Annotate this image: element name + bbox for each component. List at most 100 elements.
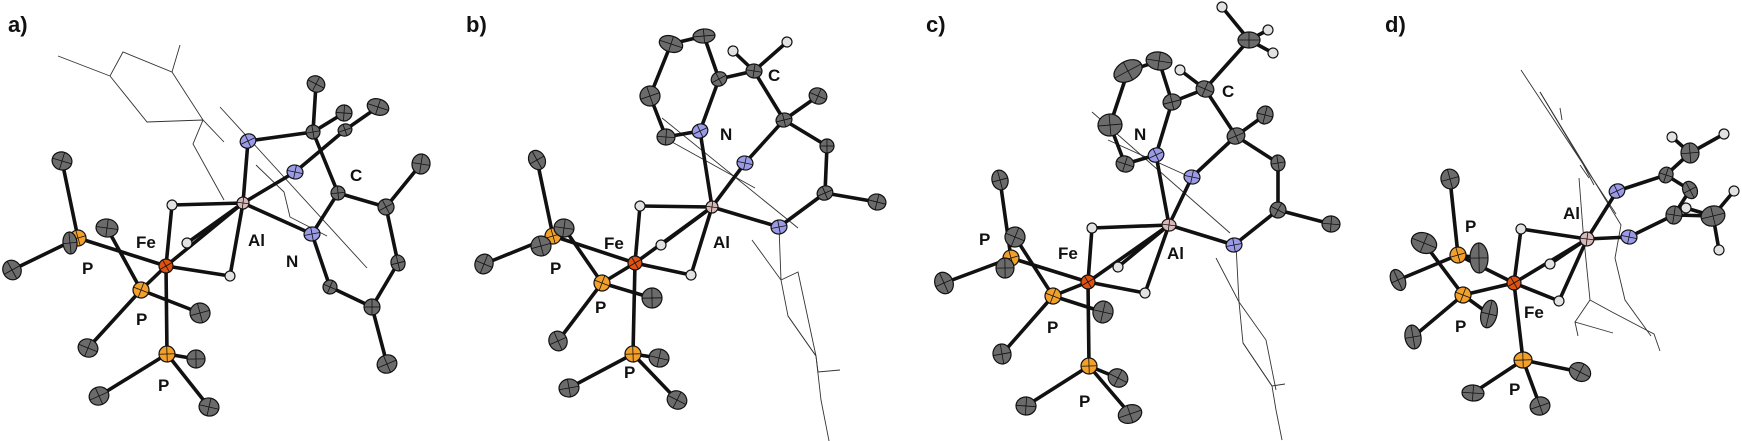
bond-line bbox=[1512, 227, 1523, 285]
carbon-atom bbox=[1115, 155, 1135, 173]
carbon-atom bbox=[1461, 384, 1485, 402]
atom-label: Al bbox=[248, 231, 265, 250]
bond-line bbox=[170, 201, 245, 207]
carbon-atom bbox=[377, 198, 395, 216]
carbon-atom bbox=[305, 124, 321, 140]
bond-line bbox=[164, 264, 169, 356]
atom-label: Fe bbox=[1524, 303, 1544, 322]
nitrogen-atom bbox=[1183, 169, 1201, 185]
hydrogen-atom bbox=[166, 199, 178, 211]
atom-label: P bbox=[550, 259, 561, 278]
carbon-atom bbox=[548, 330, 568, 352]
hydrogen-atom bbox=[1267, 47, 1279, 59]
hydrogen-atom bbox=[1086, 222, 1098, 234]
hydrogen-atom bbox=[634, 200, 646, 212]
phosphorus-atom bbox=[1513, 351, 1533, 369]
atom-label: N bbox=[286, 252, 298, 271]
carbon-atom bbox=[1529, 396, 1551, 416]
wireframe-line bbox=[787, 315, 841, 373]
wireframe-line bbox=[1589, 299, 1661, 352]
bond-line bbox=[185, 201, 245, 245]
carbon-atom bbox=[558, 378, 580, 398]
wireframe-line bbox=[661, 117, 799, 229]
carbon-atom bbox=[1700, 205, 1726, 227]
atom-label: N bbox=[720, 125, 732, 144]
bonds bbox=[10, 82, 423, 409]
carbon-atom bbox=[1195, 80, 1215, 98]
bond-line bbox=[659, 205, 714, 247]
carbon-atom bbox=[1269, 201, 1287, 219]
carbon-atom bbox=[322, 279, 338, 295]
carbon-atom bbox=[306, 75, 326, 93]
bond-line bbox=[1396, 253, 1460, 282]
carbon-atom bbox=[1256, 105, 1274, 125]
bond-line bbox=[1154, 153, 1171, 227]
nitrogen-atom bbox=[691, 123, 709, 139]
carbon-atom bbox=[1410, 231, 1438, 255]
wireframe-line bbox=[109, 75, 225, 143]
carbon-atom bbox=[411, 153, 431, 175]
bond-line bbox=[97, 352, 169, 398]
carbon-atom bbox=[1117, 404, 1143, 424]
bond-line bbox=[1456, 253, 1516, 285]
carbon-atom bbox=[1004, 226, 1026, 248]
bond-line bbox=[752, 69, 786, 122]
iron-atom bbox=[158, 258, 174, 274]
phosphorus-atom bbox=[593, 274, 611, 292]
hydrogen-atom bbox=[1718, 128, 1730, 140]
bond-line bbox=[164, 264, 232, 278]
bond-line bbox=[633, 204, 642, 265]
bond-line bbox=[698, 77, 721, 133]
bond-line bbox=[241, 201, 314, 236]
hydrogen-atom bbox=[1262, 24, 1274, 36]
carbon-atom bbox=[1097, 113, 1123, 137]
bond-line bbox=[241, 170, 297, 205]
bond-line bbox=[310, 232, 332, 289]
carbon-atom bbox=[656, 128, 676, 146]
wireframe-line bbox=[751, 239, 830, 441]
carbon-atom bbox=[1440, 168, 1460, 190]
bond-line bbox=[1203, 38, 1251, 91]
carbon-atom bbox=[337, 123, 353, 137]
wireframe-line bbox=[1579, 164, 1590, 179]
bond-line bbox=[551, 234, 637, 265]
hydrogen-atom bbox=[1666, 131, 1678, 143]
carbon-atom bbox=[186, 349, 206, 369]
wireframe-line bbox=[1539, 91, 1652, 337]
bond-line bbox=[1557, 237, 1589, 303]
panel-label: d) bbox=[1385, 12, 1406, 37]
hydrogen-atom bbox=[1139, 287, 1151, 299]
carbon-atom bbox=[867, 193, 887, 211]
atom-label: C bbox=[1222, 82, 1234, 101]
bond-line bbox=[998, 178, 1013, 260]
atom-label: Al bbox=[1167, 244, 1184, 263]
carbon-atom bbox=[51, 151, 73, 171]
bond-line bbox=[1512, 281, 1525, 362]
carbon-atom bbox=[335, 104, 353, 122]
carbon-atom bbox=[95, 218, 119, 238]
carbon-atom bbox=[1113, 59, 1143, 83]
carbon-atom bbox=[1226, 127, 1246, 145]
iron-atom bbox=[627, 255, 643, 271]
hydrogen-atom bbox=[727, 45, 739, 57]
atoms bbox=[474, 28, 887, 410]
bond-line bbox=[311, 130, 340, 195]
nitrogen-atom bbox=[1147, 147, 1165, 163]
bond-line bbox=[384, 205, 400, 265]
atom-label: Al bbox=[713, 233, 730, 252]
atom-label: Fe bbox=[604, 234, 624, 253]
carbon-atom bbox=[530, 235, 552, 257]
carbon-atom bbox=[1162, 93, 1182, 111]
wireframe-line bbox=[780, 271, 817, 357]
bond-line bbox=[1203, 87, 1238, 138]
bond-line bbox=[777, 191, 827, 229]
bond-line bbox=[782, 118, 829, 148]
carbon-atom bbox=[198, 397, 220, 417]
hydrogen-atom bbox=[1544, 258, 1556, 270]
bond-line bbox=[689, 205, 714, 277]
hydrogen-atom bbox=[1713, 244, 1725, 256]
carbon-atom bbox=[775, 112, 793, 128]
hydrogen-atom bbox=[224, 270, 236, 282]
